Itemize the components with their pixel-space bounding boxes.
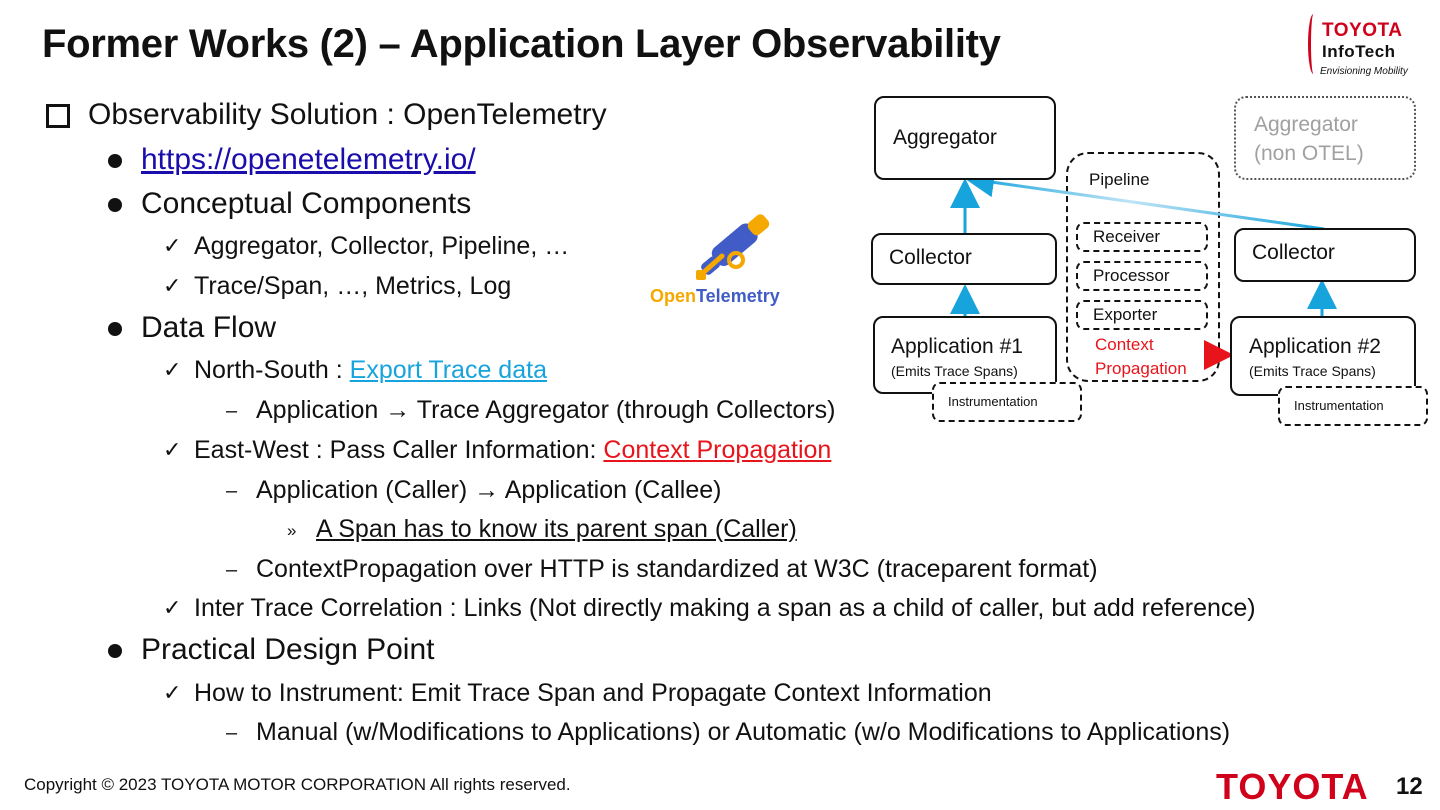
dash-bullet-icon: – [226,722,238,744]
bullet-conceptual-components: Conceptual Components [141,187,472,220]
aggregator-label: Aggregator [893,126,997,149]
aggregator-non-otel-box [1234,96,1416,180]
opentelemetry-logo: OpenTelemetry [646,210,812,316]
bullet-data-flow: Data Flow [141,311,277,344]
check-bullet-icon: ✓ [163,273,182,298]
pipeline-container [1066,152,1220,382]
square-bullet-icon [46,104,70,128]
application2-label: Application #2 [1249,335,1381,358]
round-bullet-icon [108,154,122,168]
item-trace-span: Trace/Span, …, Metrics, Log [194,272,512,300]
exporter-label: Exporter [1093,305,1158,324]
context-label: Context [1095,335,1154,354]
opentelemetry-link[interactable]: https://openetelemetry.io/ [141,143,476,176]
item-manual-or-automatic: Manual (w/Modifications to Applications)… [256,718,1231,746]
item-east-west: East-West : Pass Caller Information: Con… [194,436,831,465]
logo-line2: InfoTech [1322,42,1396,61]
item-caller-callee: Application (Caller) → Application (Call… [256,476,722,504]
check-bullet-icon: ✓ [163,357,182,382]
check-bullet-icon: ✓ [163,680,182,705]
wordmark-telemetry: Telemetry [696,286,780,306]
aggregator-non-otel-label: Aggregator [1254,113,1358,136]
dash-bullet-icon: – [226,480,238,502]
application1-label: Application #1 [891,335,1023,358]
processor-label: Processor [1093,266,1170,285]
toyota-infotech-logo: TOYOTA InfoTech Envisioning Mobility [1306,10,1422,80]
collector1-label: Collector [889,246,972,269]
instrumentation1-box [932,382,1082,422]
check-bullet-icon: ✓ [163,595,182,620]
collector1-box [871,233,1057,285]
aggregator-box [874,96,1056,180]
telescope-icon [696,214,770,280]
receiver-box [1076,222,1208,252]
receiver-label: Receiver [1093,227,1161,246]
copyright-text: Copyright © 2023 TOYOTA MOTOR CORPORATIO… [24,775,571,794]
toyota-footer-logo: TOYOTA [1216,766,1369,807]
item-context-propagation-w3c: ContextPropagation over HTTP is standard… [256,555,1098,583]
north-south-label: North-South : [194,356,350,384]
opentelemetry-wordmark: OpenTelemetry [650,286,780,307]
exporter-box [1076,300,1208,330]
item-inter-trace-correlation: Inter Trace Correlation : Links (Not dir… [194,594,1256,622]
context-propagation-link[interactable]: Context Propagation [603,436,832,464]
check-bullet-icon: ✓ [163,437,182,462]
propagation-label: Propagation [1095,359,1187,378]
logo-line3: Envisioning Mobility [1320,66,1408,77]
collector2-label: Collector [1252,241,1335,264]
application2-box [1230,316,1416,396]
item-application-to-aggregator: Application → Trace Aggregator (through … [256,396,836,424]
page-number: 12 [1396,773,1423,800]
item-aggregator-collector: Aggregator, Collector, Pipeline, … [194,232,570,260]
item-how-to-instrument: How to Instrument: Emit Trace Span and P… [194,679,992,707]
item-north-south: North-South : Export Trace data [194,356,547,385]
export-trace-data-link[interactable]: Export Trace data [349,356,547,384]
east-west-label: East-West : Pass Caller Information: [194,436,604,464]
dash-bullet-icon: – [226,559,238,581]
item-parent-span: A Span has to know its parent span (Call… [316,515,797,543]
dash-bullet-icon: – [226,400,238,422]
logo-line1: TOYOTA [1322,20,1403,41]
processor-box [1076,261,1208,291]
slide-title: Former Works (2) – Application Layer Obs… [42,22,1001,66]
aggregator-non-otel-sublabel: (non OTEL) [1254,142,1364,165]
application2-sublabel: (Emits Trace Spans) [1249,363,1376,379]
bullet-observability-solution: Observability Solution : OpenTelemetry [88,98,607,131]
logo-swoosh-icon [1308,14,1319,74]
wordmark-open: Open [650,286,697,306]
pipeline-label: Pipeline [1089,170,1150,189]
application1-box [873,316,1057,394]
instrumentation2-box [1278,386,1428,426]
application1-sublabel: (Emits Trace Spans) [891,363,1018,379]
instrumentation1-label: Instrumentation [948,394,1038,409]
round-bullet-icon [108,644,122,658]
round-bullet-icon [108,322,122,336]
collector2-box [1234,228,1416,282]
bullet-practical-design-point: Practical Design Point [141,633,435,666]
chevron-bullet-icon: » [287,521,297,540]
instrumentation2-label: Instrumentation [1294,398,1384,413]
round-bullet-icon [108,198,122,212]
check-bullet-icon: ✓ [163,233,182,258]
